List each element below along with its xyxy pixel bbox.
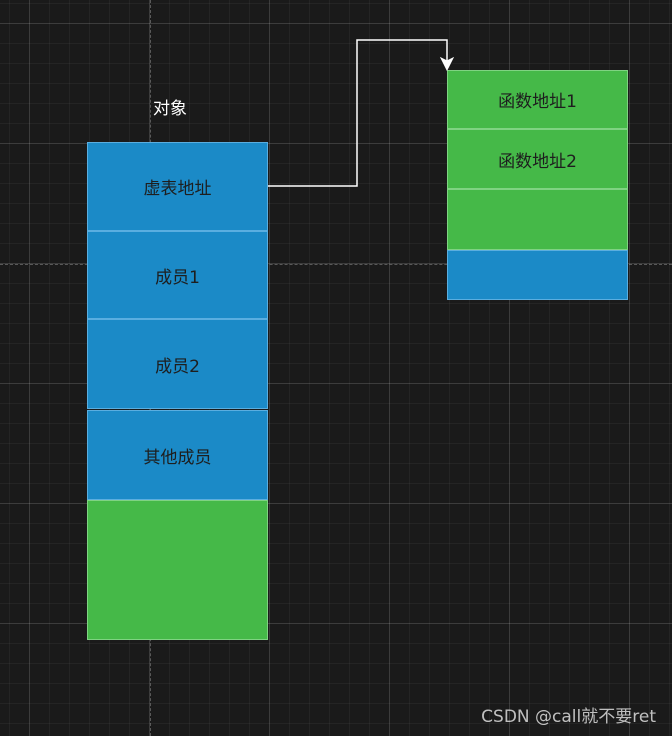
- vtable-row-empty-green[interactable]: [447, 189, 628, 250]
- object-label: 对象: [153, 99, 187, 119]
- vtable-row-function-address-1[interactable]: 函数地址1: [447, 70, 628, 129]
- object-row-member-2[interactable]: 成员2: [87, 319, 268, 409]
- vtable-row-empty-blue[interactable]: [447, 250, 628, 300]
- arrow-head-icon: [439, 56, 455, 72]
- horizontal-guide-line: [0, 264, 672, 265]
- object-row-vtable-address[interactable]: 虚表地址: [87, 142, 268, 231]
- object-row-member-1[interactable]: 成员1: [87, 231, 268, 319]
- watermark: CSDN @call就不要ret: [481, 707, 656, 727]
- arrow-line: [268, 39, 448, 187]
- object-row-empty[interactable]: [87, 500, 268, 640]
- vtable-row-function-address-2[interactable]: 函数地址2: [447, 129, 628, 189]
- object-row-other-members[interactable]: 其他成员: [87, 410, 268, 500]
